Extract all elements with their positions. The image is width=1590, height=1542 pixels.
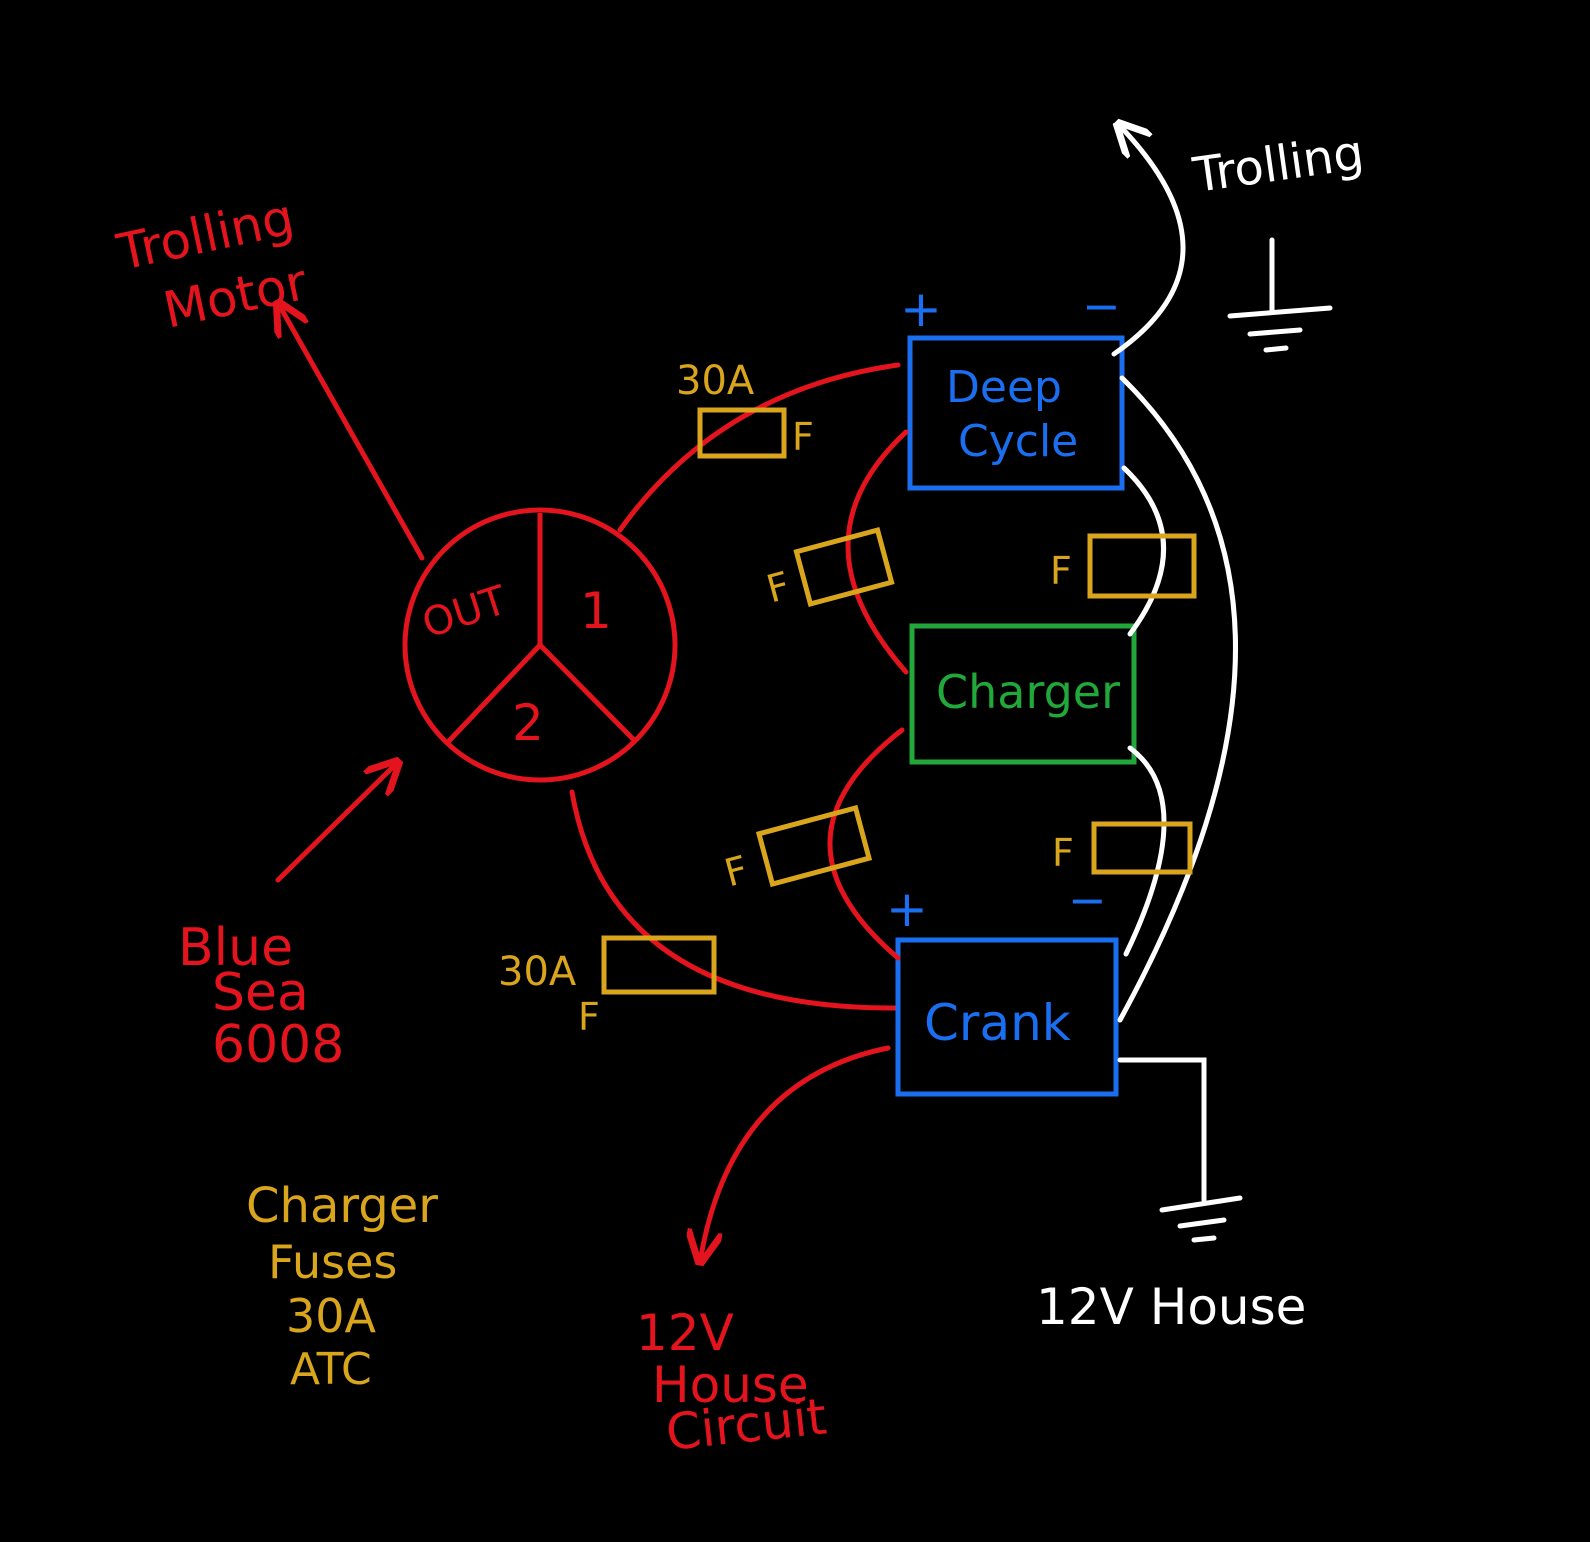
charger-label: Charger <box>936 665 1120 719</box>
fuse-charger-crank-negative-f: F <box>1052 831 1074 875</box>
deep-cycle-minus: − <box>1082 279 1121 333</box>
house-circuit-arrow-icon <box>700 1045 891 1262</box>
blue-sea-arrow-icon <box>275 762 398 883</box>
house-circuit-label-2: House <box>652 1356 809 1414</box>
fuse-bottom-rating: 30A <box>498 949 577 995</box>
blue-sea-label-2: Sea <box>212 963 309 1023</box>
wire-charger-to-crank-positive <box>827 727 905 961</box>
house-ground-label: 12V House <box>1036 1278 1306 1336</box>
fuse-charger-crank-negative <box>1091 821 1193 875</box>
blue-sea-label-3: 6008 <box>212 1015 344 1075</box>
fuse-charger-crank-positive <box>755 804 873 888</box>
charger-fuses-label-3: 30A <box>286 1289 377 1343</box>
wire-charger-to-deep-cycle-negative <box>1121 465 1167 637</box>
fuse-top-30a <box>697 407 787 459</box>
house-circuit-label-1: 12V <box>636 1304 734 1362</box>
switch-pos2-label: 2 <box>512 694 544 752</box>
wire-deep-cycle-to-crank-negative <box>1117 375 1238 1023</box>
battery-switch: OUT 1 2 <box>402 507 678 783</box>
ground-symbol-icon <box>1117 1057 1243 1243</box>
charger-fuses-label-2: Fuses <box>268 1235 397 1289</box>
crank-battery: Crank + − <box>886 873 1119 1097</box>
trolling-negative-label: Trolling <box>1189 125 1367 204</box>
switch-pos1-label: 1 <box>580 582 612 640</box>
ground-symbol-icon <box>1227 237 1333 353</box>
crank-label: Crank <box>924 994 1071 1052</box>
wire-charger-to-deep-cycle-positive <box>845 429 909 675</box>
charger-fuses-label-4: ATC <box>290 1344 372 1395</box>
fuse-charger-crank-positive-f: F <box>720 847 753 895</box>
fuse-bottom-f: F <box>578 995 600 1039</box>
fuse-charger-deep-negative <box>1087 533 1197 599</box>
wire-charger-to-crank-negative <box>1123 745 1167 957</box>
wire-switch2-to-crank <box>569 789 901 1011</box>
fuse-charger-deep-negative-f: F <box>1050 549 1072 593</box>
deep-cycle-battery: Deep Cycle + − <box>900 279 1125 491</box>
trolling-motor-arrow-icon <box>278 303 425 561</box>
crank-minus: − <box>1068 873 1107 927</box>
fuse-bottom-30a <box>601 935 717 995</box>
fuse-charger-deep-positive <box>793 526 895 608</box>
deep-cycle-label-1: Deep <box>946 362 1062 413</box>
deep-cycle-label-2: Cycle <box>958 416 1078 467</box>
fuse-charger-deep-positive-f: F <box>762 563 795 611</box>
switch-out-label: OUT <box>417 577 513 647</box>
crank-plus: + <box>886 880 928 938</box>
charger-fuses-label-1: Charger <box>246 1178 438 1234</box>
fuse-top-rating: 30A <box>676 358 755 404</box>
wire-switch1-to-deep-cycle <box>617 362 901 533</box>
blue-sea-label-1: Blue <box>178 918 293 978</box>
charger-unit: Charger <box>909 623 1137 765</box>
deep-cycle-plus: + <box>900 280 942 338</box>
fuse-top-f: F <box>792 415 814 459</box>
trolling-negative-arrow-icon <box>1114 124 1186 357</box>
